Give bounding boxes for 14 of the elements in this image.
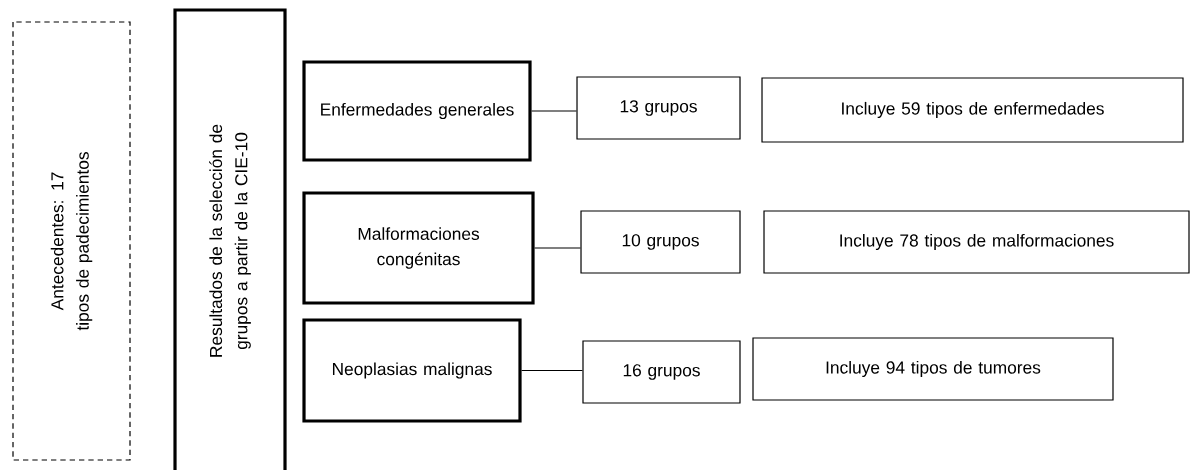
- count-box: 13 grupos: [576, 76, 741, 140]
- category-box: Neoplasias malignas: [302, 318, 522, 423]
- dashed-box: Antecedentes: 17 tipos de padecimientos: [12, 21, 131, 461]
- count-box: 16 grupos: [582, 340, 741, 404]
- count-box: 10 grupos: [580, 210, 741, 274]
- description-box: Incluye 78 tipos de malformaciones: [763, 210, 1190, 274]
- description-box: Incluye 59 tipos de enfermedades: [761, 77, 1184, 143]
- category-box: Enfermedades generales: [302, 60, 532, 162]
- description-box: Incluye 94 tipos de tumores: [752, 337, 1114, 401]
- connector-line: [531, 110, 577, 112]
- connector-line: [521, 369, 583, 372]
- rotated-box: Resultados de la selección de grupos a partir de la CIE-10: [173, 8, 287, 470]
- connector-line: [534, 247, 581, 249]
- category-box: Malformaciones congénitas: [302, 191, 535, 305]
